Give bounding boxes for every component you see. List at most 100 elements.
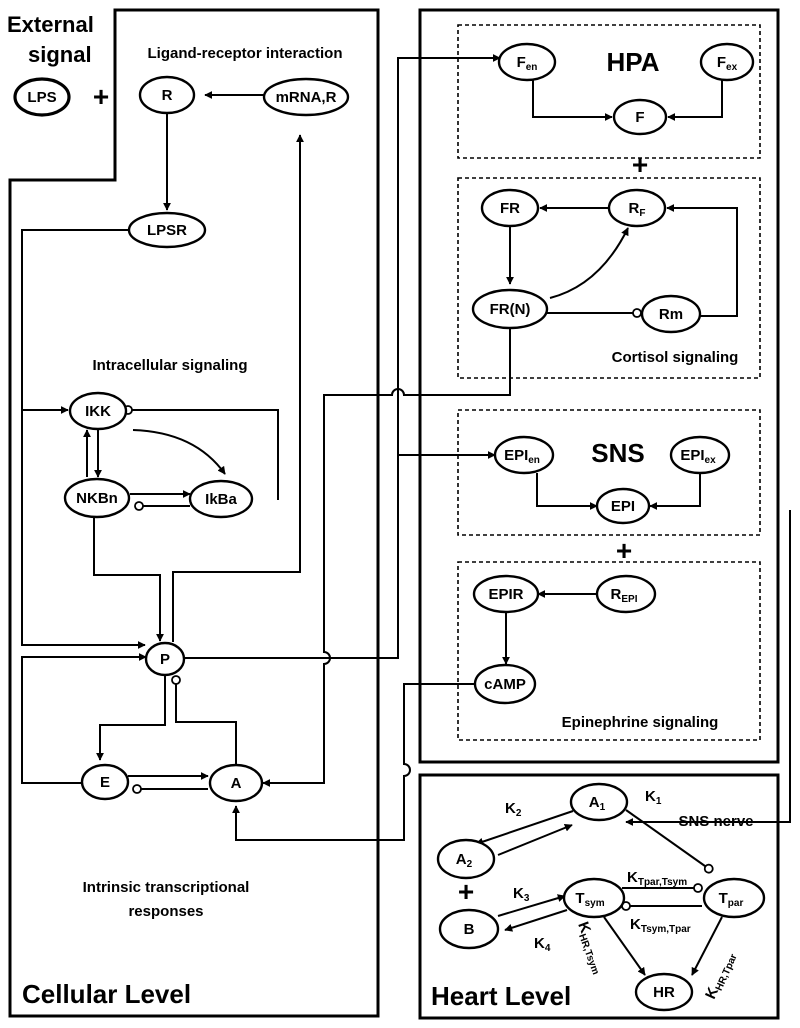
node-camp-label: cAMP: [484, 676, 526, 693]
hpa-box: [457, 24, 761, 159]
node-tpar: [702, 877, 766, 919]
k-hr-tpar-label: KHR,Tpar: [702, 949, 740, 1002]
node-f: [612, 98, 668, 136]
node-lps-label: LPS: [27, 89, 56, 106]
external-signal-line2: signal: [28, 42, 92, 67]
node-epi-en-label: EPIen: [504, 447, 540, 466]
node-ikba-label: IkBa: [205, 491, 237, 508]
hpa-title: HPA: [607, 47, 660, 77]
edge-p-to-mrna: [172, 134, 304, 642]
node-fr-label: FR: [500, 200, 520, 217]
node-e: [80, 763, 130, 801]
node-repi: [595, 574, 657, 614]
epinephrine-signaling-title: Epinephrine signaling: [562, 714, 719, 731]
node-f-en-label: Fen: [517, 54, 538, 73]
node-f-en: [497, 42, 557, 82]
node-a2-label: A2: [456, 851, 473, 870]
edge-rm-to-rf: [666, 204, 738, 317]
node-ikk: [68, 391, 128, 431]
edge-camp-to-a: [232, 683, 475, 841]
sns-nerve-label: SNS nerve: [678, 813, 753, 830]
edge-a2-to-a1: [497, 823, 573, 856]
node-tsym-label: Tsym: [575, 890, 604, 909]
node-camp: [473, 663, 537, 705]
edge-nkbn-to-p: [93, 518, 164, 642]
edge-f-ex-to-f: [667, 80, 723, 121]
node-frn-label: FR(N): [490, 301, 531, 318]
sns-box: [457, 409, 761, 536]
edge-a1-inhibits-tpar: [625, 809, 714, 874]
edge-ikba-inhibits-ikk: [123, 405, 279, 500]
node-p-label: P: [160, 651, 170, 668]
node-epi-en: [493, 435, 555, 475]
node-tsym: [562, 877, 626, 919]
node-frn: [471, 288, 549, 330]
edge-tpar-to-hr: [691, 916, 723, 976]
intrinsic-responses-line1: Intrinsic transcriptional: [83, 879, 250, 896]
node-mrna-r-label: mRNA,R: [276, 89, 337, 106]
node-a1-label: A1: [589, 794, 606, 813]
node-mrna-r: [262, 77, 350, 117]
node-b-label: B: [464, 921, 475, 938]
edge-lpsr-to-p: [21, 410, 146, 649]
heart-level-panel: [418, 773, 780, 1020]
edge-ikk-to-ikba: [132, 429, 226, 475]
hpa-sns-panel: [418, 8, 780, 764]
node-r-label: R: [162, 87, 173, 104]
k-tpar-tsym-label: KTpar,Tsym: [627, 869, 687, 888]
k1-label: K1: [645, 788, 662, 807]
node-lps: [13, 77, 71, 117]
k3-label: K3: [513, 885, 530, 904]
node-f-label: F: [635, 109, 644, 126]
node-hr: [634, 972, 694, 1012]
node-ikk-label: IKK: [85, 403, 111, 420]
edge-tsym-to-hr: [603, 916, 646, 976]
node-ikba: [188, 479, 254, 519]
node-nkbn: [63, 477, 131, 519]
node-f-ex: [699, 42, 755, 82]
node-lpsr-label: LPSR: [147, 222, 187, 239]
intrinsic-responses-line2: responses: [128, 903, 203, 920]
edge-e-to-p: [21, 653, 147, 784]
heart-level-title: Heart Level: [431, 981, 571, 1011]
cortisol-signaling-box: [457, 177, 761, 379]
edge-a1-to-a2: [475, 810, 574, 846]
intracellular-signaling-title: Intracellular signaling: [92, 357, 247, 374]
node-epi-ex: [669, 435, 731, 475]
node-r: [138, 75, 196, 115]
node-fr: [480, 188, 540, 228]
node-epi: [595, 487, 651, 525]
edge-lpsr-to-ikk: [21, 229, 133, 414]
cortisol-signaling-title: Cortisol signaling: [612, 349, 739, 366]
node-rm-label: Rm: [659, 306, 683, 323]
external-signal-line1: External: [7, 12, 94, 37]
sns-plus: +: [616, 535, 632, 566]
cellular-level-title: Cellular Level: [22, 979, 191, 1009]
k-hr-tsym-label: KHR,Tsym: [572, 920, 608, 977]
node-f-ex-label: Fex: [717, 54, 738, 73]
k2-label: K2: [505, 800, 522, 819]
heart-plus: +: [458, 876, 474, 907]
node-hr-label: HR: [653, 984, 675, 1001]
edge-epi-ex-to-epi: [649, 473, 701, 510]
node-a-label: A: [231, 775, 242, 792]
external-plus: +: [93, 81, 109, 112]
node-e-label: E: [100, 774, 110, 791]
node-epi-label: EPI: [611, 498, 635, 515]
epinephrine-signaling-box: [457, 561, 761, 741]
node-epi-ex-label: EPIex: [680, 447, 716, 466]
edge-tsym-to-b: [504, 909, 568, 932]
k4-label: K4: [534, 935, 551, 954]
node-rf-label: RF: [629, 200, 646, 219]
node-rm: [640, 294, 702, 334]
node-epir-label: EPIR: [488, 586, 523, 603]
sns-title: SNS: [591, 438, 644, 468]
edge-epi-en-to-epi: [536, 473, 598, 510]
node-a1: [569, 782, 629, 822]
node-tpar-label: Tpar: [719, 890, 744, 909]
k-tsym-tpar-label: KTsym,Tpar: [630, 916, 691, 935]
node-lpsr: [127, 211, 207, 249]
node-repi-label: REPI: [611, 586, 638, 605]
node-b: [438, 908, 500, 950]
edge-frn-to-a: [262, 326, 511, 787]
